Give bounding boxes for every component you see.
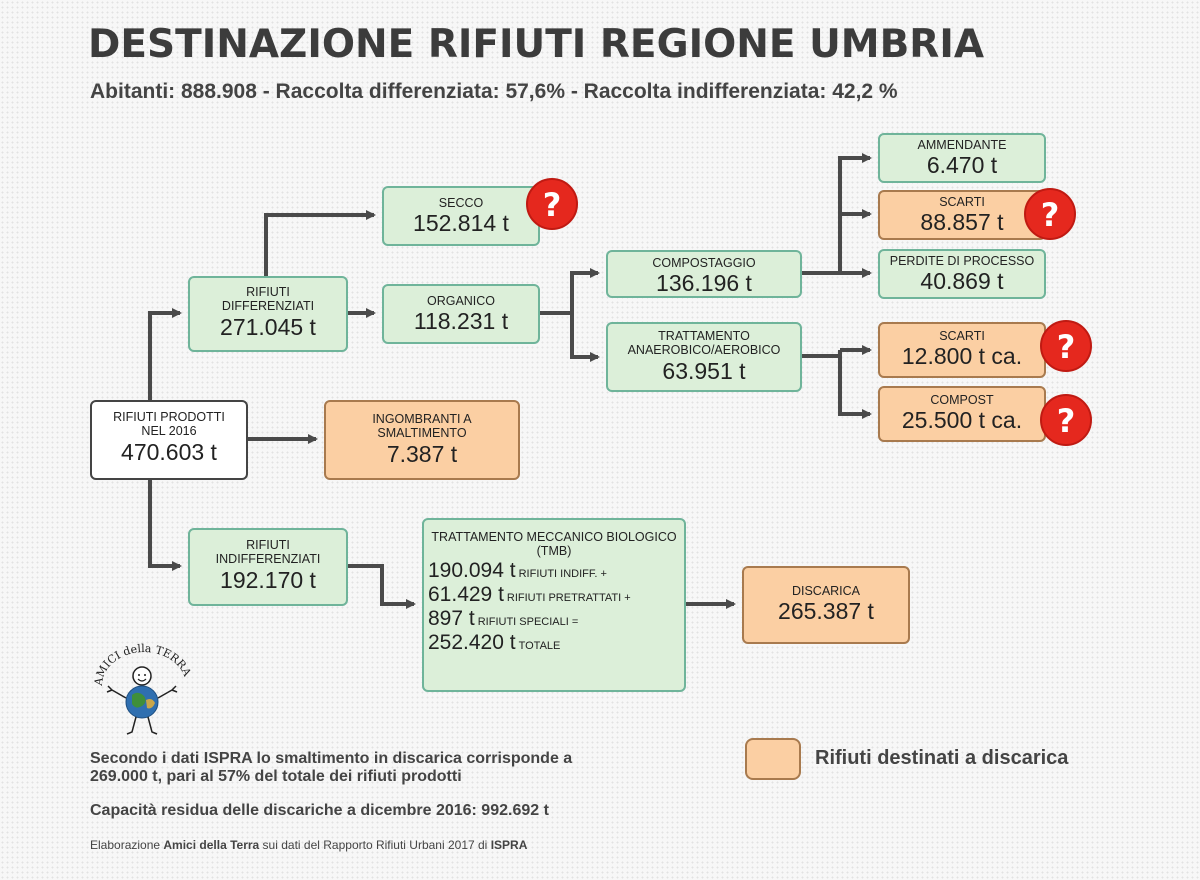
node-tmb: TRATTAMENTO MECCANICO BIOLOGICO (TMB) 19…: [422, 518, 686, 692]
ispra-note-line: 269.000 t, pari al 57% del totale dei ri…: [90, 768, 462, 786]
arrow-indifferenziati-tmb: [348, 564, 416, 609]
node-label: SMALTIMENTO: [377, 426, 467, 441]
node-label: (TMB): [536, 544, 572, 559]
node-trattamento: TRATTAMENTO ANAEROBICO/AEROBICO 63.951 t: [606, 322, 802, 392]
arrow-prodotti-differenziati: [148, 308, 182, 400]
node-organico: ORGANICO 118.231 t: [382, 284, 540, 344]
node-label: COMPOST: [930, 393, 994, 407]
node-label: DISCARICA: [791, 584, 861, 598]
arrow-differenziati-secco: [264, 210, 376, 276]
arrow-organico-trattamento: [570, 313, 600, 362]
node-ammendante: AMMENDANTE 6.470 t: [878, 133, 1046, 183]
question-mark-icon: ?: [1040, 394, 1092, 446]
legend-label: Rifiuti destinati a discarica: [815, 747, 1069, 769]
node-value: 12.800 t ca.: [901, 343, 1023, 370]
node-rifiuti-differenziati: RIFIUTI DIFFERENZIATI 271.045 t: [188, 276, 348, 352]
node-label: PERDITE DI PROCESSO: [889, 254, 1035, 268]
node-value: 6.470 t: [926, 152, 998, 179]
question-mark-icon: ?: [1024, 188, 1076, 240]
node-label: SCARTI: [939, 195, 985, 209]
node-rifiuti-indifferenziati: RIFIUTI INDIFFERENZIATI 192.170 t: [188, 528, 348, 606]
node-value: 271.045 t: [220, 313, 316, 340]
tmb-line-value: 61.429 t: [428, 582, 504, 606]
node-value: 118.231 t: [413, 308, 509, 335]
arrow-compostaggio-ammendante: [838, 153, 872, 273]
node-value: 136.196 t: [656, 270, 752, 297]
credits-source: ISPRA: [490, 838, 528, 852]
node-value: 88.857 t: [920, 209, 1004, 236]
amici-della-terra-logo: AMICI della TERRA: [94, 642, 194, 735]
question-mark-icon: ?: [526, 178, 578, 230]
node-label: TRATTAMENTO: [658, 329, 750, 343]
node-compost: COMPOST 25.500 t ca.: [878, 386, 1046, 442]
arrow-prodotti-indifferenziati: [148, 480, 182, 571]
node-label: AMMENDANTE: [917, 138, 1007, 152]
node-label: INGOMBRANTI A: [372, 412, 472, 426]
node-label: SECCO: [438, 196, 484, 210]
node-label: DIFFERENZIATI: [221, 299, 315, 314]
tmb-line-desc: TOTALE: [518, 640, 561, 653]
ispra-note: Secondo i dati ISPRA lo smaltimento in d…: [90, 750, 572, 787]
credits-prefix: Elaborazione: [90, 838, 164, 852]
credits-org: Amici della Terra: [163, 838, 260, 852]
legend-swatch: [745, 738, 801, 780]
capacity-note: Capacità residua delle discariche a dice…: [90, 802, 549, 819]
node-secco: SECCO 152.814 t: [382, 186, 540, 246]
question-mark-icon: ?: [1040, 320, 1092, 372]
page-subtitle: Abitanti: 888.908 - Raccolta differenzia…: [90, 80, 898, 103]
node-label: RIFIUTI: [246, 538, 290, 552]
node-label: INDIFFERENZIATI: [215, 552, 321, 567]
node-label: NEL 2016: [141, 424, 197, 439]
tmb-line-desc: RIFIUTI INDIFF. +: [518, 567, 607, 580]
node-label: TRATTAMENTO MECCANICO BIOLOGICO: [431, 530, 677, 544]
node-value: 25.500 t ca.: [901, 407, 1023, 434]
ispra-note-line: Secondo i dati ISPRA lo smaltimento in d…: [90, 750, 573, 767]
tmb-line-desc: RIFIUTI SPECIALI =: [477, 616, 579, 629]
credits-middle: sui dati del Rapporto Rifiuti Urbani 201…: [259, 838, 491, 852]
tmb-line-value: 190.094 t: [428, 558, 516, 582]
page-title: DESTINAZIONE RIFIUTI REGIONE UMBRIA: [88, 22, 985, 67]
arrow-trattamento-compost: [838, 350, 872, 419]
node-label: RIFIUTI: [246, 285, 290, 299]
node-value: 265.387 t: [778, 598, 874, 625]
arrow-organico-compostaggio: [540, 268, 600, 315]
node-scarti-compostaggio: SCARTI 88.857 t: [878, 190, 1046, 240]
node-rifiuti-prodotti: RIFIUTI PRODOTTI NEL 2016 470.603 t: [90, 400, 248, 480]
tmb-line-value: 252.420 t: [428, 631, 516, 655]
node-value: 152.814 t: [413, 210, 509, 237]
node-label: SCARTI: [939, 329, 985, 343]
node-label: COMPOSTAGGIO: [652, 256, 756, 270]
node-perdite-processo: PERDITE DI PROCESSO 40.869 t: [878, 249, 1046, 299]
node-discarica: DISCARICA 265.387 t: [742, 566, 910, 644]
node-scarti-trattamento: SCARTI 12.800 t ca.: [878, 322, 1046, 378]
credits: Elaborazione Amici della Terra sui dati …: [90, 838, 527, 852]
node-label: ORGANICO: [426, 294, 496, 308]
node-value: 192.170 t: [220, 566, 316, 593]
tmb-line-desc: RIFIUTI PRETRATTATI +: [506, 591, 631, 604]
node-compostaggio: COMPOSTAGGIO 136.196 t: [606, 250, 802, 298]
node-value: 63.951 t: [662, 357, 746, 384]
node-label: RIFIUTI PRODOTTI: [113, 410, 225, 424]
node-value: 40.869 t: [920, 268, 1004, 295]
node-label: ANAEROBICO/AEROBICO: [627, 343, 781, 358]
node-value: 470.603 t: [121, 438, 217, 465]
node-ingombranti: INGOMBRANTI A SMALTIMENTO 7.387 t: [324, 400, 520, 480]
node-value: 7.387 t: [386, 440, 458, 467]
tmb-line-value: 897 t: [428, 607, 475, 631]
